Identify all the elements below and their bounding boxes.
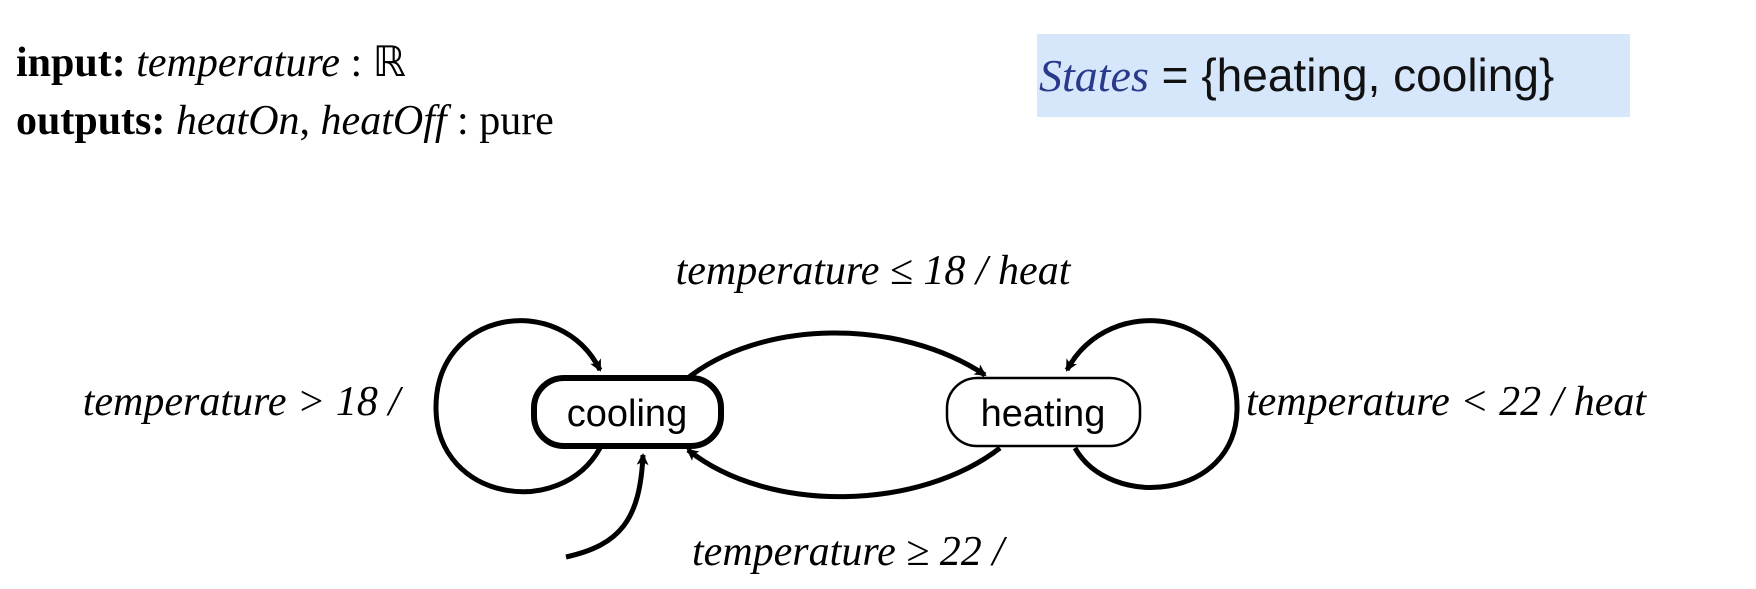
output-type: : pure: [446, 98, 554, 144]
transition-cooling-to-heating: [682, 330, 987, 383]
state-heating-label: heating: [981, 393, 1106, 435]
states-set-name: States: [1039, 50, 1149, 101]
label-cooling-self-loop: temperature > 18 /: [83, 379, 404, 425]
transition-heating-self-loop: [1064, 318, 1240, 490]
label-heating-to-cooling: temperature ≥ 22 /: [692, 529, 1007, 575]
input-keyword: input:: [16, 40, 126, 86]
input-declaration: input: temperature : ℝ: [16, 42, 406, 84]
transition-heating-to-cooling: [686, 446, 1002, 500]
input-type: : ℝ: [339, 40, 406, 86]
outputs-keyword: outputs:: [16, 98, 166, 144]
label-cooling-to-heating: temperature ≤ 18 / heat: [676, 248, 1072, 294]
label-heating-self-loop: temperature < 22 / heat: [1246, 379, 1647, 425]
output-separator: ,: [299, 98, 321, 144]
initial-state-arrow: [565, 453, 649, 560]
states-set-value: = {heating, cooling}: [1148, 49, 1555, 101]
outputs-declaration: outputs: heatOn, heatOff : pure: [16, 100, 554, 142]
states-set-box: States = {heating, cooling}: [1037, 34, 1630, 117]
state-heating: heating: [945, 376, 1142, 448]
state-cooling-label: cooling: [567, 393, 687, 435]
state-cooling: cooling: [531, 375, 724, 449]
output-heat-off: heatOff: [320, 98, 447, 144]
output-heat-on: heatOn: [175, 98, 300, 144]
input-name: temperature: [136, 40, 340, 86]
transition-cooling-self-loop: [433, 318, 603, 495]
